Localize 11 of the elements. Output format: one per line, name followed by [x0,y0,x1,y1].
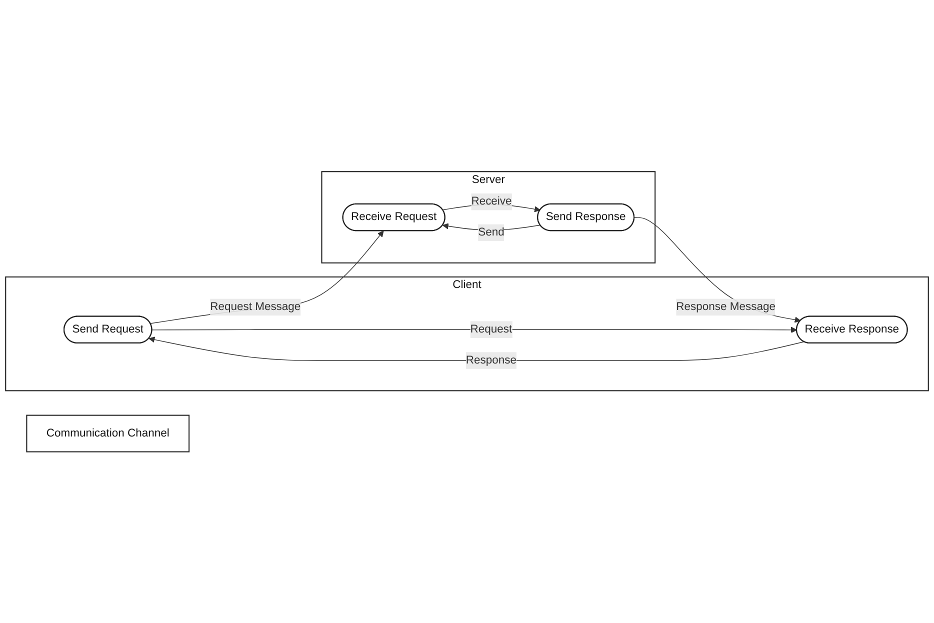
edge-label: Receive [471,195,512,208]
edge-label: Request [470,323,512,336]
edge-label: Send [478,226,504,238]
arrow [150,230,384,324]
edge-label: Response [466,354,517,366]
edge-label: Request Message [210,300,301,313]
arrow [148,336,804,361]
node-box: Communication Channel [26,414,190,452]
edge-label: Response Message [676,300,776,313]
arrow [152,326,798,333]
arrow [634,217,801,323]
